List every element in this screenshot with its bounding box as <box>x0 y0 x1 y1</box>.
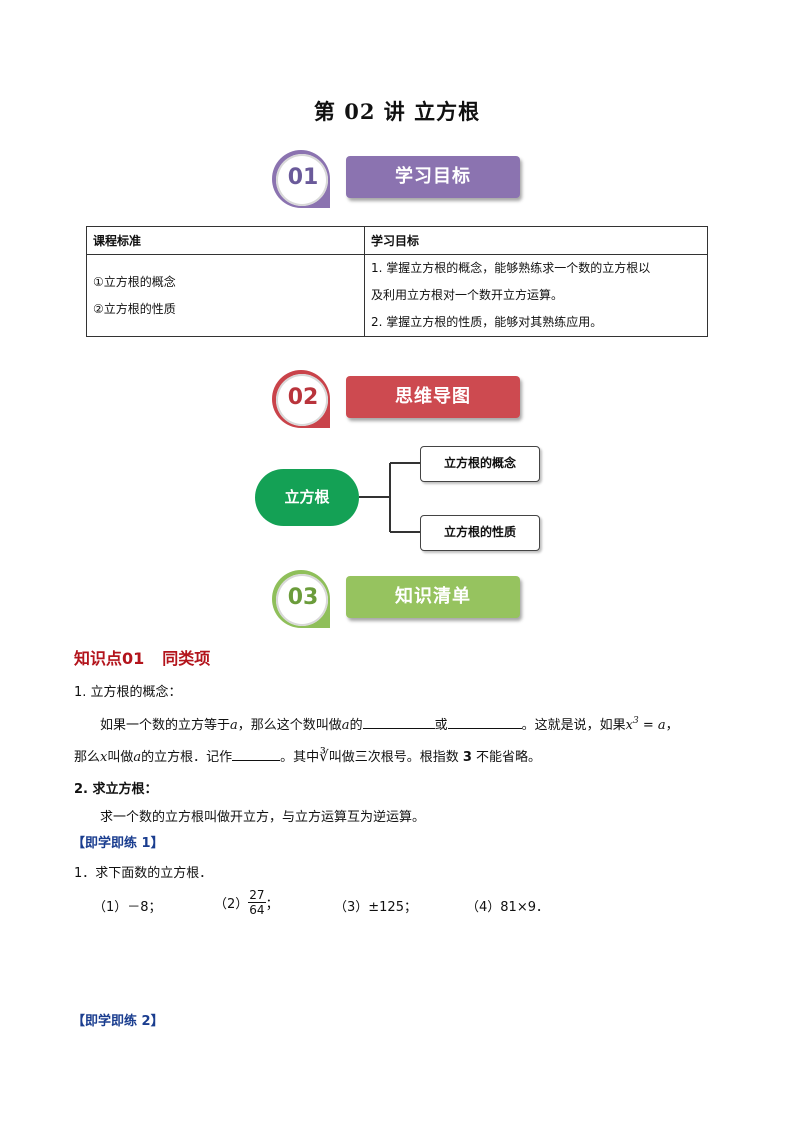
banner-number-circle <box>276 574 328 626</box>
table-header-row: 课程标准 学习目标 <box>86 226 708 255</box>
practice-1-part-4: （4）81×9． <box>466 900 549 915</box>
knowledge-point-heading: 知识点01 同类项 <box>74 645 210 669</box>
mindmap-node-concept: 立方根的概念 <box>420 446 540 482</box>
header-course-standard: 课程标准 <box>86 226 365 255</box>
section-banner-01: 01 学习目标 <box>270 148 530 212</box>
table-row: ①立方根的概念 ②立方根的性质 1. 掌握立方根的概念，能够熟练求一个数的立方根… <box>86 254 708 337</box>
banner-label: 知识清单 <box>346 576 520 618</box>
fraction-denominator: 64 <box>249 903 265 917</box>
header-learning-goals: 学习目标 <box>364 226 708 255</box>
text-span: = <box>638 718 658 733</box>
cube-root-symbol: ∛ <box>319 747 329 765</box>
var-a: a <box>657 718 666 733</box>
var-a: a <box>230 718 238 733</box>
learning-goals-table: 课程标准 学习目标 ①立方根的概念 ②立方根的性质 1. 掌握立方根的概念，能够… <box>86 226 708 337</box>
banner-number: 01 <box>287 165 319 190</box>
practice-1-question: 1．求下面数的立方根． <box>74 866 213 881</box>
text-span: （2） <box>214 897 249 912</box>
banner-label: 学习目标 <box>346 156 520 198</box>
text-span: ； <box>265 897 279 912</box>
page-title: 第 02 讲 立方根 <box>313 99 481 124</box>
banner-number-circle <box>276 154 328 206</box>
standard-item: ②立方根的性质 <box>93 301 176 316</box>
banner-label: 思维导图 <box>346 376 520 418</box>
exponent: 3 <box>632 716 639 726</box>
answer-blank[interactable] <box>447 715 522 729</box>
standard-item: ①立方根的概念 <box>93 274 176 289</box>
text-span: ，那么这个数叫做 <box>237 718 342 733</box>
text-span: 如果一个数的立方等于 <box>100 718 231 733</box>
var-x: x <box>625 718 633 733</box>
practice-2-title: 【即学即练 2】 <box>72 1014 164 1029</box>
practice-1-title: 【即学即练 1】 <box>72 836 164 851</box>
text-span: 的 <box>349 718 363 733</box>
text-span: 。其中 <box>280 750 320 765</box>
mindmap-node-property: 立方根的性质 <box>420 515 540 551</box>
goal-line: 1. 掌握立方根的概念，能够熟练求一个数的立方根以 <box>371 261 651 275</box>
section-banner-02: 02 思维导图 <box>270 368 530 432</box>
banner-number-circle <box>276 374 328 426</box>
banner-number: 02 <box>287 385 319 410</box>
text-span: 叫做 <box>107 750 134 765</box>
learning-goals-cell: 1. 掌握立方根的概念，能够熟练求一个数的立方根以 及利用立方根对一个数开立方运… <box>364 254 708 337</box>
goal-line: 2. 掌握立方根的性质，能够对其熟练应用。 <box>371 315 603 329</box>
var-x: x <box>100 750 108 765</box>
mindmap-root-node: 立方根 <box>255 469 359 526</box>
text-span: 3 <box>462 750 472 765</box>
section-banner-03: 03 知识清单 <box>270 568 530 632</box>
text-span: 那么 <box>74 750 101 765</box>
banner-number: 03 <box>287 585 319 610</box>
goal-line: 及利用立方根对一个数开立方运算。 <box>371 288 564 302</box>
knowledge-point-title: 同类项 <box>162 649 211 668</box>
var-a: a <box>133 750 142 765</box>
practice-1-part-1: （1）－8； <box>93 900 162 915</box>
text-span: 的立方根．记作 <box>141 750 233 765</box>
item-1-title: 1. 立方根的概念： <box>74 685 182 700</box>
definition-paragraph-line-1: 如果一个数的立方等于a，那么这个数叫做a的或。这就是说，如果x3 = a， <box>100 714 679 733</box>
course-standard-cell: ①立方根的概念 ②立方根的性质 <box>86 254 365 337</box>
text-span: 。这就是说，如果 <box>521 718 626 733</box>
definition-paragraph-line-2: 那么x叫做a的立方根．记作 。其中∛叫做三次根号。根指数 3 不能省略。 <box>74 746 541 765</box>
practice-1-part-3: （3）±125； <box>334 900 417 915</box>
text-span: 或 <box>434 718 448 733</box>
text-span: 不能省略。 <box>471 750 542 765</box>
fraction-numerator: 27 <box>248 888 266 903</box>
knowledge-point-number: 知识点01 <box>74 649 145 668</box>
text-span: ， <box>665 718 679 733</box>
answer-blank[interactable] <box>362 715 435 729</box>
answer-blank[interactable] <box>232 747 281 761</box>
var-a: a <box>341 718 350 733</box>
text-span: 叫做三次根号。根指数 <box>328 750 463 765</box>
item-2-text: 求一个数的立方根叫做开立方，与立方运算互为逆运算。 <box>100 810 426 825</box>
item-2-title: 2. 求立方根： <box>74 782 158 797</box>
